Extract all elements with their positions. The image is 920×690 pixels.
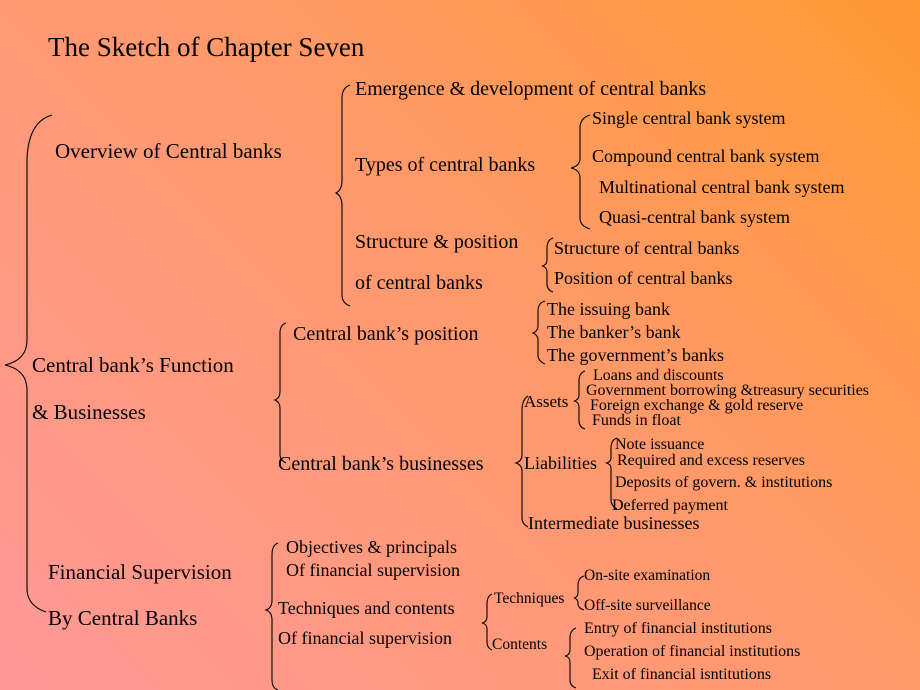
contents-brace bbox=[564, 627, 577, 689]
objectives-line1: Objectives & principals bbox=[286, 537, 457, 557]
techniques-item: Off-site surveillance bbox=[584, 597, 711, 614]
contents-item: Entry of financial institutions bbox=[584, 620, 772, 637]
position-brace bbox=[531, 300, 546, 365]
assets-item: Loans and discounts bbox=[593, 367, 724, 384]
types-brace bbox=[570, 114, 591, 230]
types-item: Quasi-central bank system bbox=[599, 207, 790, 227]
assets-label: Assets bbox=[524, 392, 569, 411]
types-item: Single central bank system bbox=[592, 108, 786, 128]
structure-item: Structure of central banks bbox=[554, 238, 740, 258]
techniques-brace bbox=[573, 575, 585, 611]
liabilities-item: Note issuance bbox=[615, 436, 705, 453]
emergence-item: Emergence & development of central banks bbox=[355, 78, 707, 100]
supervision-label-line2: By Central Banks bbox=[48, 606, 198, 630]
position-item: The issuing bank bbox=[547, 299, 670, 319]
techniques-line1: Techniques and contents bbox=[278, 598, 455, 618]
structure-label-line2: of central banks bbox=[355, 272, 483, 294]
structure-label-line1: Structure & position bbox=[355, 231, 519, 253]
intermediate-item: Intermediate businesses bbox=[528, 513, 700, 533]
supervision-label-line1: Financial Supervision bbox=[48, 560, 232, 584]
overview-brace bbox=[334, 84, 351, 307]
types-item: Compound central bank system bbox=[592, 146, 820, 166]
function-label-line1: Central bank’s Function bbox=[32, 353, 234, 377]
types-label: Types of central banks bbox=[355, 154, 536, 176]
function-brace bbox=[273, 322, 287, 464]
position-label: Central bank’s position bbox=[293, 323, 479, 345]
liabilities-label: Liabilities bbox=[524, 453, 597, 473]
liabilities-item: Deposits of govern. & institutions bbox=[615, 474, 833, 491]
assets-item: Funds in float bbox=[592, 412, 681, 429]
structure-item: Position of central banks bbox=[554, 268, 733, 288]
contents-label: Contents bbox=[492, 636, 548, 653]
assets-item: Foreign exchange & gold reserve bbox=[590, 397, 804, 414]
supervision-brace bbox=[264, 542, 279, 690]
liabilities-item: Deferred payment bbox=[612, 497, 728, 514]
tech-contents-brace bbox=[481, 593, 493, 651]
liabilities-item: Required and excess reserves bbox=[617, 452, 805, 469]
position-item: The banker’s bank bbox=[547, 322, 681, 342]
function-label-line2: & Businesses bbox=[32, 400, 146, 424]
types-item: Multinational central bank system bbox=[599, 177, 845, 197]
position-item: The government’s banks bbox=[547, 345, 724, 365]
objectives-line2: Of financial supervision bbox=[286, 560, 460, 580]
assets-item: Government borrowing &treasury securitie… bbox=[586, 382, 870, 399]
assets-brace bbox=[573, 370, 586, 430]
contents-item: Exit of financial isntitutions bbox=[592, 666, 772, 683]
techniques-item: On-site examination bbox=[584, 567, 711, 584]
techniques-line2: Of financial supervision bbox=[278, 628, 452, 648]
businesses-label: Central bank’s businesses bbox=[278, 453, 484, 475]
contents-item: Operation of financial institutions bbox=[584, 643, 801, 660]
page-title: The Sketch of Chapter Seven bbox=[48, 32, 365, 62]
overview-label: Overview of Central banks bbox=[55, 139, 282, 163]
techniques-label: Techniques bbox=[494, 590, 565, 607]
structure-brace bbox=[541, 237, 554, 293]
